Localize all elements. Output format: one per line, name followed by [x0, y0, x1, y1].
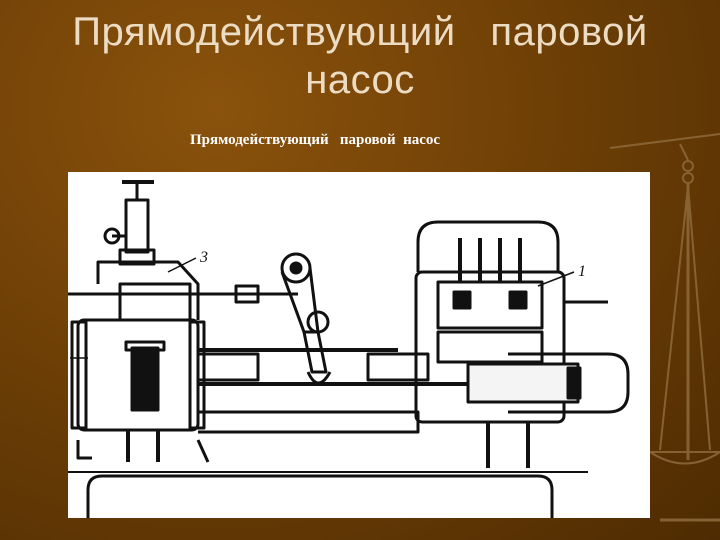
pump-drawing-panel: 1 2 3: [68, 172, 650, 518]
balance-scale-icon: [609, 133, 720, 522]
steam-pump-technical-drawing: 1 2 3: [68, 180, 630, 518]
callout-1: 1: [578, 263, 586, 280]
slide-title-line1: Прямодействующий паровой: [72, 10, 648, 54]
slide-title-line2: насос: [305, 58, 415, 102]
callout-3: 3: [199, 249, 208, 266]
figure-caption: Прямодействующий паровой насос: [190, 132, 441, 148]
slide-title: Прямодействующий паровой насос: [20, 8, 700, 104]
